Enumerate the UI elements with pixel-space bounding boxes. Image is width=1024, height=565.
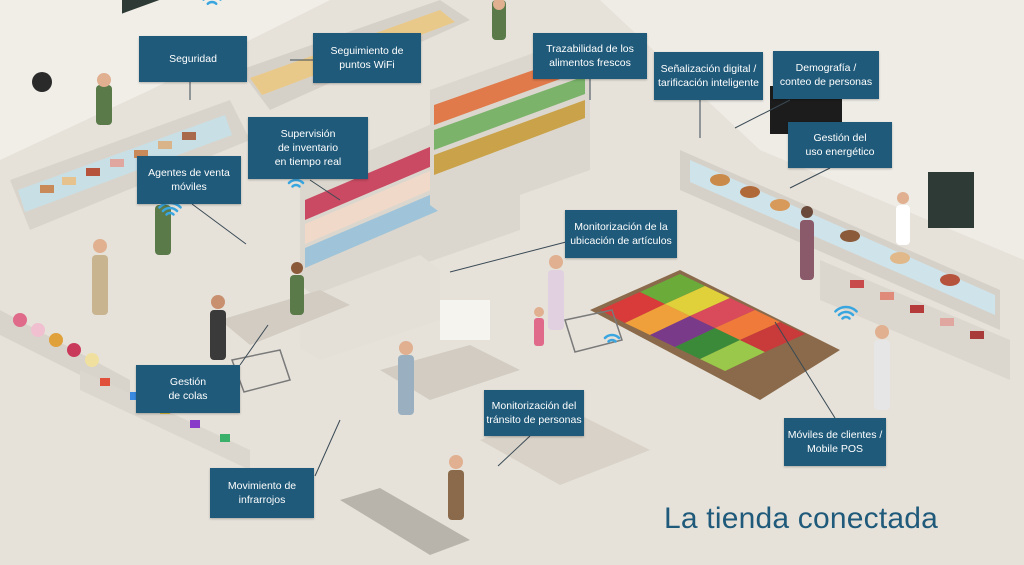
label-line: Seguridad	[169, 53, 217, 65]
produce-items	[600, 274, 805, 371]
label-line: tarificación inteligente	[658, 77, 759, 89]
label-line: tránsito de personas	[486, 414, 582, 426]
label-line: Demografía /	[795, 62, 857, 74]
label-moviles: Móviles de clientes / Mobile POS	[784, 418, 886, 466]
label-agentes: Agentes de venta móviles	[137, 156, 241, 204]
label-senalizacion: Señalización digital / tarificación intel…	[654, 52, 763, 100]
label-line: Señalización digital /	[660, 63, 757, 75]
label-line: Mobile POS	[806, 443, 864, 455]
label-line: Móviles de clientes /	[787, 429, 883, 441]
label-seguridad: Seguridad	[139, 36, 247, 82]
label-line: conteo de personas	[779, 76, 873, 88]
label-line: Movimiento de	[227, 480, 297, 492]
label-line: ubicación de artículos	[570, 235, 672, 247]
label-line: Seguimiento de	[330, 45, 404, 57]
label-line: Agentes de venta	[148, 167, 230, 179]
deli-goods	[40, 132, 196, 193]
label-infrarrojos: Movimiento de infrarrojos	[210, 468, 314, 518]
meat-goods	[850, 280, 984, 339]
flowers	[13, 313, 99, 367]
label-energia: Gestión del uso energético	[788, 122, 892, 168]
checkout-counter-2	[380, 345, 520, 400]
label-colas: Gestión de colas	[136, 365, 240, 413]
label-line: de colas	[168, 390, 208, 402]
label-line: uso energético	[805, 146, 875, 158]
shopping-carts	[230, 309, 623, 393]
label-line: Gestión	[169, 376, 207, 388]
security-camera-icon	[32, 72, 52, 92]
label-transito: Monitorización del tránsito de personas	[484, 390, 584, 436]
label-line: Monitorización del	[491, 400, 577, 412]
label-line: Trazabilidad de los	[546, 43, 634, 55]
aisle-shelf-3	[300, 255, 440, 360]
meat-counter-lower	[820, 260, 1010, 380]
label-line: Gestión del	[813, 132, 867, 144]
leader-lines	[189, 59, 836, 477]
label-trazabilidad: Trazabilidad de los alimentos frescos	[533, 33, 647, 79]
label-inventario: Supervisión de inventario en tiempo real	[248, 117, 368, 179]
label-line: en tiempo real	[274, 156, 342, 168]
label-line: Monitorización de la	[574, 221, 668, 233]
label-line: de inventario	[277, 142, 339, 154]
people	[92, 0, 910, 520]
cart-rack	[340, 488, 470, 555]
candy-shelf	[80, 370, 250, 470]
menu-board-right	[928, 172, 974, 228]
paper-products	[440, 300, 490, 340]
label-line: Supervisión	[280, 128, 336, 140]
deli-display	[18, 115, 232, 212]
label-line: puntos WiFi	[339, 59, 395, 71]
label-wifi: Seguimiento de puntos WiFi	[313, 33, 421, 83]
label-line: infrarrojos	[238, 494, 286, 506]
label-ubicacion: Monitorización de la ubicación de artícul…	[565, 210, 677, 258]
label-line: móviles	[171, 181, 207, 193]
label-demografia: Demografía / conteo de personas	[773, 51, 879, 99]
label-line: alimentos frescos	[549, 57, 631, 69]
bakery-goods	[710, 174, 960, 286]
page-title: La tienda conectada	[664, 502, 939, 535]
checkout-counter-1	[220, 290, 350, 345]
